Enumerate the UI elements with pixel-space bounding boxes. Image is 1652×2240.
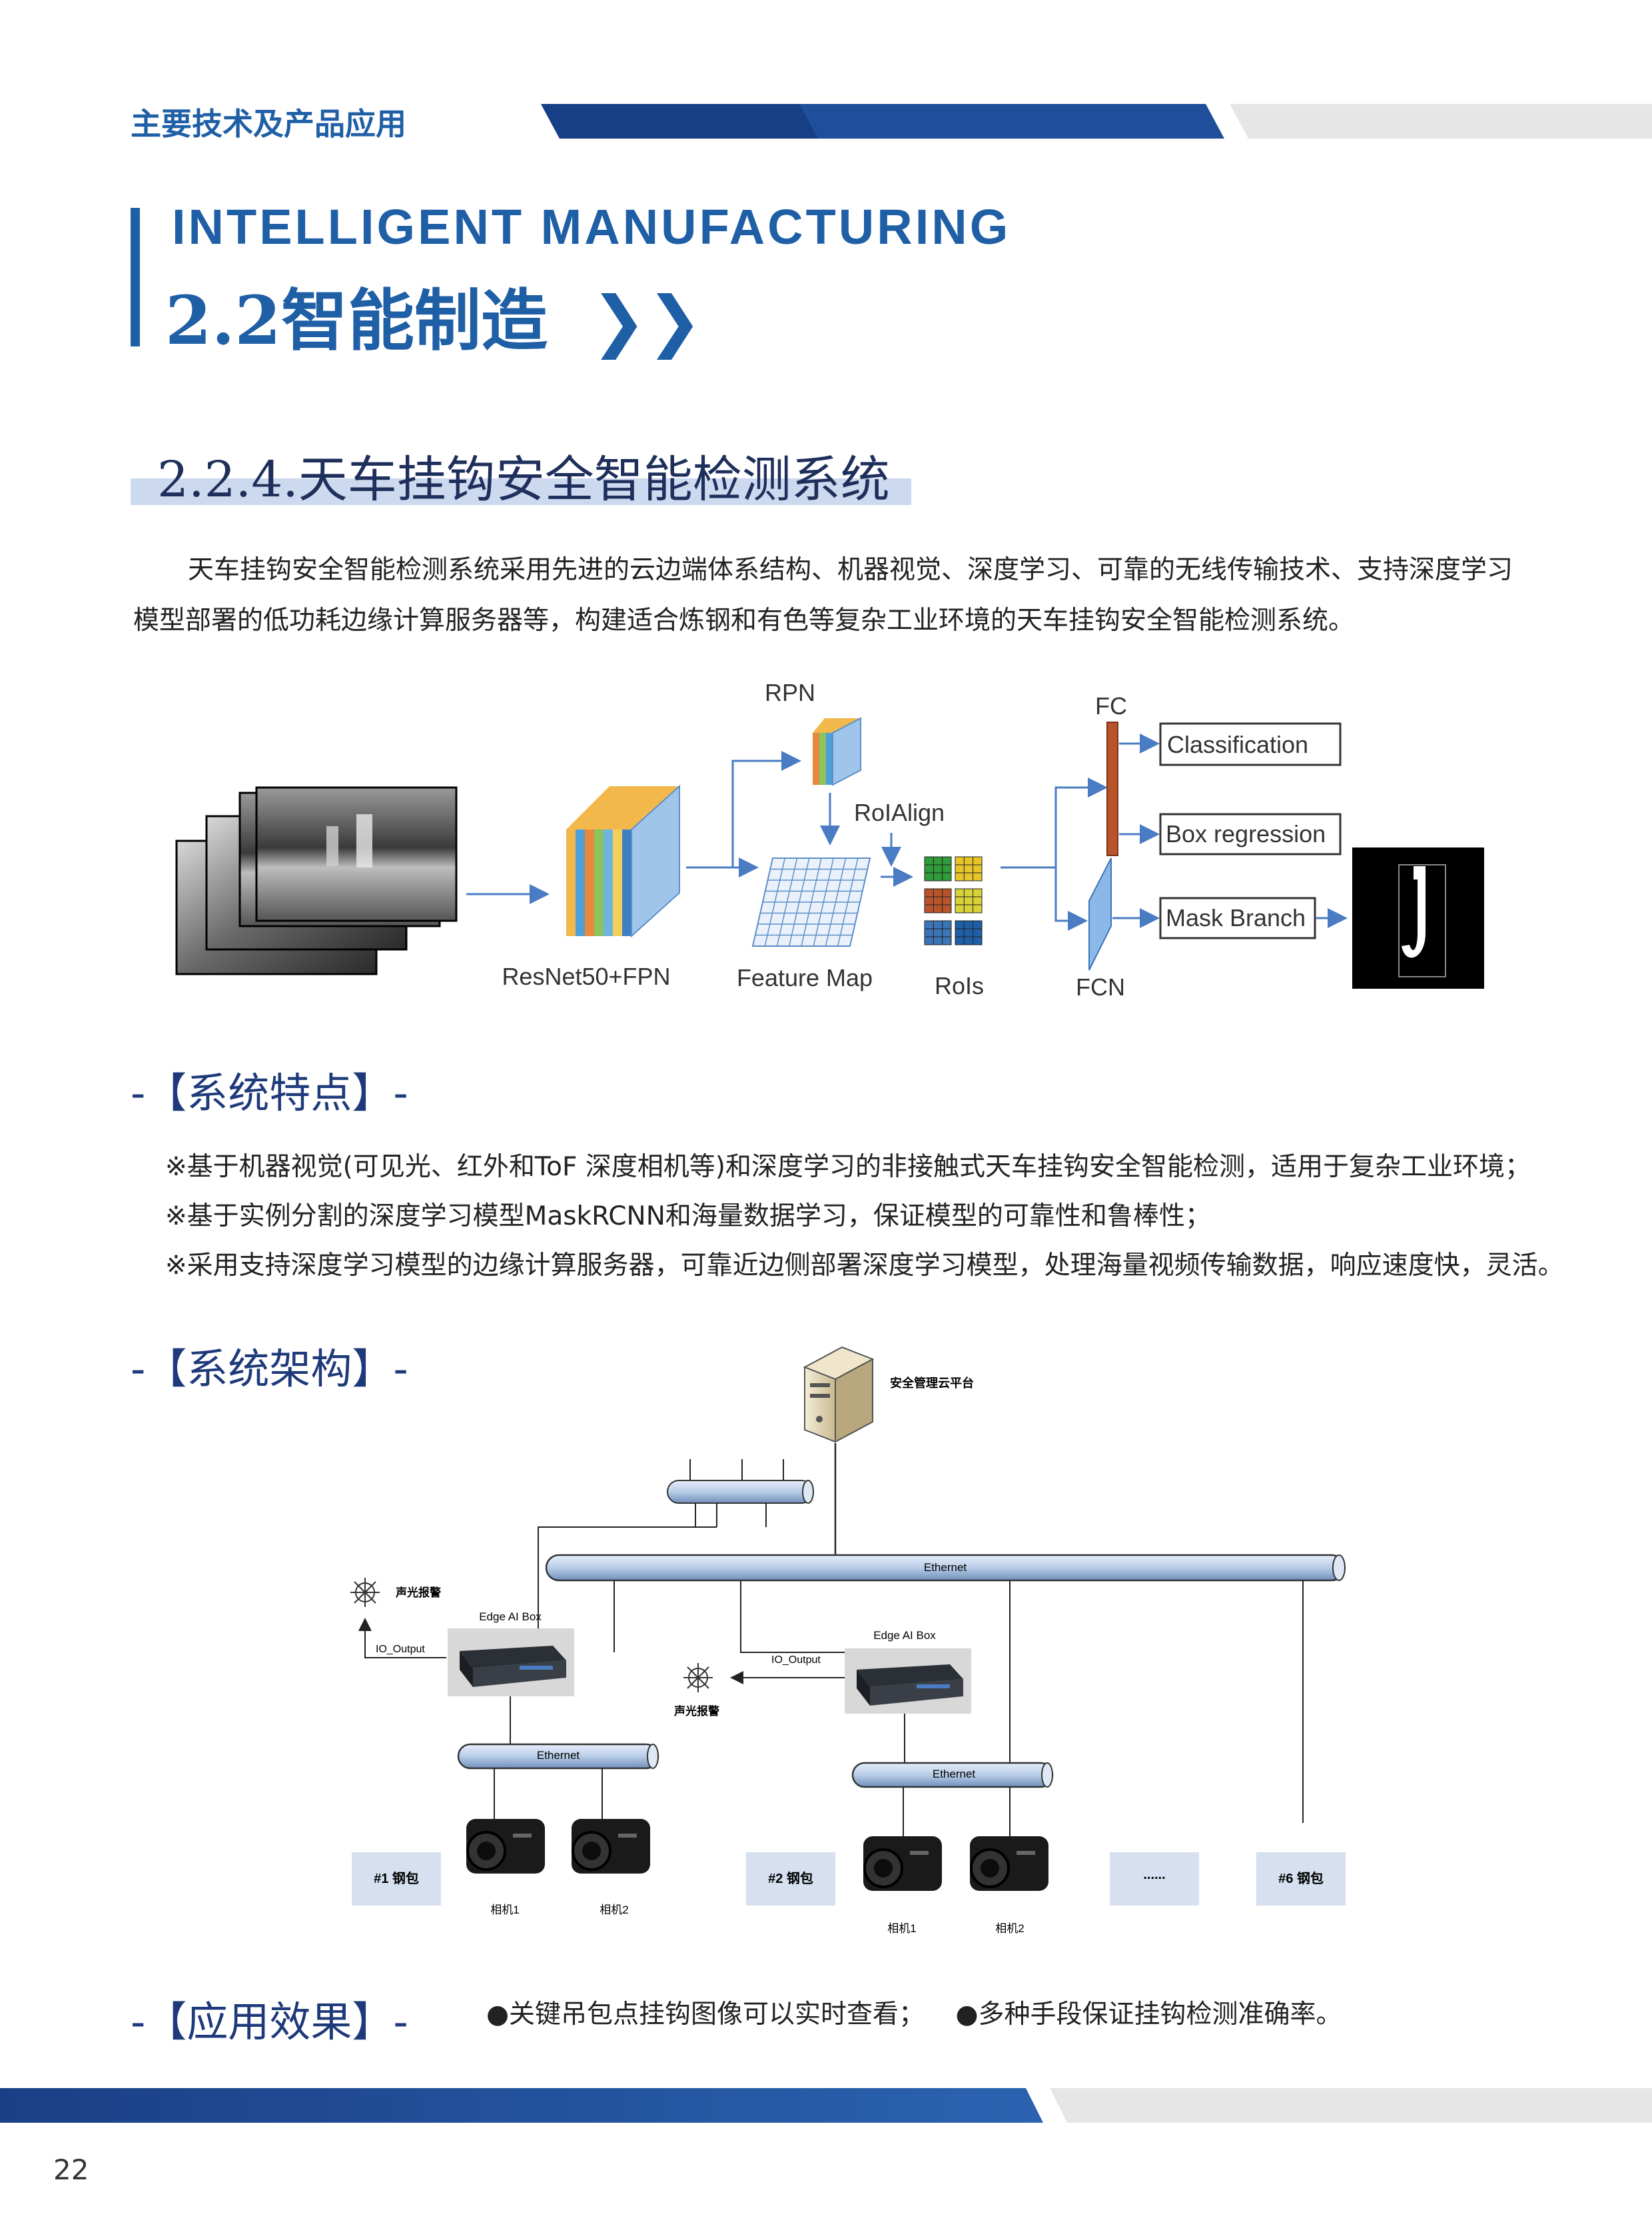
left-sub-ethernet-label: Ethernet (537, 1749, 580, 1762)
effects-list: ●关键吊包点挂钩图像可以实时查看； ●多种手段保证挂钩检测准确率。 (486, 1993, 1364, 2031)
mask-output-image (1352, 847, 1484, 989)
left-sub-ethernet (457, 1743, 659, 1770)
mask-branch-box (1159, 897, 1316, 939)
roi-block (955, 856, 983, 881)
ladle-box-ellipsis (1110, 1852, 1199, 1906)
section-cn-title-text: 2.2智能制造 (165, 281, 548, 360)
title-accent-bar (131, 208, 140, 346)
main-ethernet-bus (545, 1554, 1346, 1582)
right-edge-box-label: Edge AI Box (873, 1629, 936, 1642)
rois-label: RoIs (935, 972, 984, 999)
classification-label: Classification (1167, 731, 1308, 758)
ladle-box-1 (352, 1852, 441, 1906)
effect-item-1: ●关键吊包点挂钩图像可以实时查看； (486, 1999, 925, 2029)
effect-item-2: ●多种手段保证挂钩检测准确率。 (955, 1999, 1342, 2029)
group1-camera1-label: 相机1 (490, 1904, 519, 1916)
small-network-pipe (667, 1480, 814, 1504)
rpn-label: RPN (765, 679, 815, 706)
main-ethernet-label: Ethernet (924, 1561, 967, 1574)
section-en-title: INTELLIGENT MANUFACTURING (172, 199, 1011, 255)
rpn-block (813, 717, 861, 786)
left-io-output-label: IO_Output (376, 1644, 425, 1655)
cloud-platform-label: 安全管理云平台 (890, 1376, 974, 1390)
section-cn-title: 2.2智能制造 ❯❯ (165, 267, 702, 363)
fcn-layer (1088, 857, 1112, 971)
page-number: 22 (53, 2153, 89, 2186)
group1-camera2-label: 相机2 (600, 1904, 628, 1916)
feature-map-grid (751, 857, 871, 947)
fc-label: FC (1095, 692, 1127, 720)
double-chevron-icon: ❯❯ (590, 282, 703, 360)
camera-icon (572, 1819, 650, 1874)
ladle-box-6 (1256, 1852, 1346, 1906)
group2-camera1-label: 相机1 (887, 1922, 916, 1935)
roi-block (924, 920, 952, 945)
ladle-ellipsis-label: ...... (1143, 1868, 1165, 1882)
left-alarm-icon (350, 1578, 380, 1607)
backbone-label: ResNet50+FPN (502, 963, 670, 990)
roi-block (924, 888, 952, 913)
feature-map-label: Feature Map (737, 964, 873, 991)
subtitle-highlight (131, 478, 911, 505)
right-sub-ethernet (851, 1762, 1054, 1788)
maskrcnn-pipeline-diagram: ResNet50+FPN RPN Feature Map RoIAlign Ro… (175, 679, 1484, 1001)
ladle-6-label: #6 钢包 (1278, 1870, 1324, 1886)
ladle-2-label: #2 钢包 (768, 1870, 813, 1886)
ladle-box-2 (746, 1852, 835, 1906)
rois-blocks (924, 856, 983, 945)
mask-branch-label: Mask Branch (1166, 904, 1306, 931)
fc-layer (1106, 722, 1118, 856)
classification-box (1159, 722, 1342, 766)
fcn-label: FCN (1076, 973, 1125, 1001)
box-regression-box (1159, 813, 1342, 855)
grid-line (813, 857, 834, 947)
grid-line (825, 857, 847, 947)
roi-block (955, 920, 983, 945)
middle-io-output-label: IO_Output (771, 1654, 821, 1666)
feature-item-1: ※基于机器视觉(可见光、红外和ToF 深度相机等)和深度学习的非接触式天车挂钩安… (165, 1152, 1531, 1182)
header-label: 主要技术及产品应用 (131, 106, 406, 142)
roi-block (924, 856, 952, 881)
system-architecture-diagram: 安全管理云平台 Ethernet 声光报警 IO_Output Edge AI … (350, 1346, 1346, 1935)
subsection-title: 2.2.4.天车挂钩安全智能检测系统 (157, 451, 890, 508)
roialign-label: RoIAlign (854, 799, 945, 826)
camera-icon (970, 1836, 1048, 1891)
middle-alarm-label: 声光报警 (673, 1704, 719, 1718)
left-alarm-label: 声光报警 (395, 1586, 441, 1599)
grid-line (837, 857, 859, 947)
header-band (541, 104, 1652, 139)
feature-item-3: ※采用支持深度学习模型的边缘计算服务器，可靠近边侧部署深度学习模型，处理海量视频… (165, 1251, 1564, 1281)
camera-icon (466, 1819, 545, 1874)
input-images (175, 786, 458, 975)
left-edge-ai-box (448, 1628, 574, 1696)
intro-paragraph: 天车挂钩安全智能检测系统采用先进的云边端体系结构、机器视觉、深度学习、可靠的无线… (133, 555, 1513, 636)
backbone-feature-stack (566, 784, 680, 938)
camera-icon (863, 1836, 942, 1891)
feature-item-2: ※基于实例分割的深度学习模型MaskRCNN和海量数据学习，保证模型的可靠性和鲁… (165, 1201, 1211, 1231)
server-icon (803, 1346, 875, 1443)
features-heading: -【系统特点】- (131, 1069, 408, 1117)
roi-block (955, 888, 983, 913)
ladle-1-label: #1 钢包 (374, 1870, 419, 1886)
footer-band (0, 2088, 1652, 2123)
group2-camera2-label: 相机2 (995, 1922, 1024, 1935)
right-edge-ai-box (845, 1648, 971, 1714)
right-sub-ethernet-label: Ethernet (933, 1768, 976, 1780)
middle-alarm-icon (683, 1663, 713, 1692)
box-regression-label: Box regression (1166, 820, 1326, 847)
effects-heading: -【应用效果】- (131, 1997, 408, 2046)
grid-line (849, 857, 871, 947)
left-edge-box-label: Edge AI Box (479, 1610, 542, 1623)
architecture-heading: -【系统架构】- (131, 1345, 408, 1393)
